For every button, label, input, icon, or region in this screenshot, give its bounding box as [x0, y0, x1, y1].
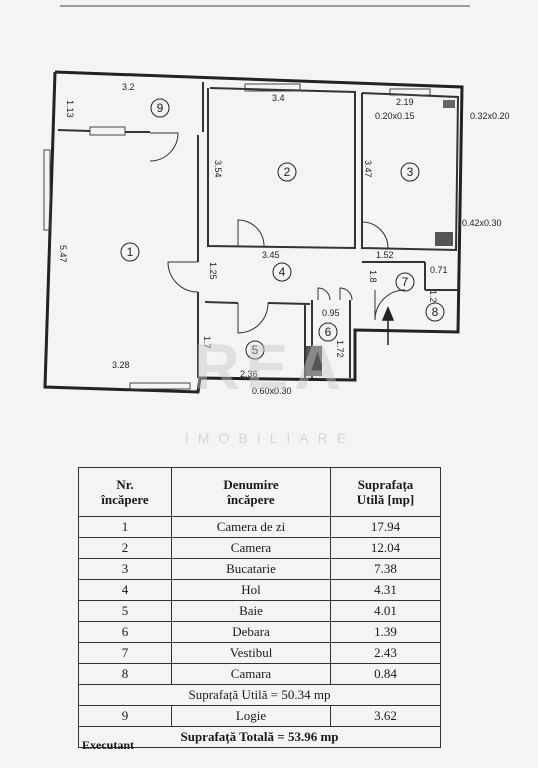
- room-number: 7: [402, 275, 409, 289]
- dimension-label: 1.13: [65, 100, 75, 118]
- subtotal-row: Suprafață Utilă = 50.34 mp: [78, 684, 441, 706]
- room-number: 5: [252, 343, 259, 357]
- cell-nr: 4: [78, 579, 172, 601]
- dimension-label: 3.28: [112, 360, 130, 370]
- dimension-label: 0.20x0.15: [375, 111, 415, 121]
- cell-nr: 2: [78, 537, 172, 559]
- dimension-label: 1.8: [368, 270, 378, 283]
- dimension-label: 2.36: [240, 369, 258, 379]
- dimension-label: 1.2: [428, 290, 438, 303]
- dimension-label: 1.25: [208, 262, 218, 280]
- ventilation-shafts: [306, 100, 455, 376]
- cell-nr: 7: [78, 642, 172, 664]
- dimension-label: 1.7: [202, 336, 212, 349]
- cell-nr: 6: [78, 621, 172, 643]
- executant-label: Executant: [82, 738, 134, 752]
- table-row: 9 Logie 3.62: [78, 705, 441, 727]
- cell-name: Logie: [171, 705, 331, 727]
- cell-name: Camera de zi: [171, 516, 331, 538]
- cell-area: 4.01: [330, 600, 441, 622]
- room-number: 3: [407, 165, 414, 179]
- dimension-label: 0.32x0.20: [470, 111, 510, 121]
- cell-area: 17.94: [330, 516, 441, 538]
- room-number: 9: [157, 101, 164, 115]
- cell-name: Bucatarie: [171, 558, 331, 580]
- dimension-label: 3.45: [262, 250, 280, 260]
- room-circle: [425, 302, 445, 322]
- cell-name: Baie: [171, 600, 331, 622]
- room-circle: [272, 262, 292, 282]
- room-circle: [150, 98, 170, 118]
- watermark-logo: REA: [193, 331, 347, 403]
- dimension-labels: 3.2 1.13 3.4 2.19 0.20x0.15 0.32x0.20 3.54 3.47…: [58, 82, 510, 396]
- dimension-label: 2.19: [396, 97, 414, 107]
- cell-nr: 8: [78, 663, 172, 685]
- dimension-label: 0.95: [322, 308, 340, 318]
- cell-name: Camara: [171, 663, 331, 685]
- cell-nr: 1: [78, 516, 172, 538]
- cell-area: 7.38: [330, 558, 441, 580]
- floor-plan: 1 2 3 4 5 6 7 8 9 3.2 1.13 3.4 2.19 0.20x0.15 0.32x0.…: [43, 5, 510, 396]
- windows: [43, 83, 431, 390]
- dimension-label: 0.42x0.30: [462, 218, 502, 228]
- outer-walls: [43, 70, 464, 394]
- room-labels: 1 2 3 4 5 6 7 8 9: [120, 98, 445, 360]
- dimension-label: 3.47: [363, 160, 373, 178]
- cell-nr: 9: [78, 705, 172, 727]
- room-number: 8: [432, 305, 439, 319]
- room-circle: [120, 242, 140, 262]
- cell-name: Hol: [171, 579, 331, 601]
- room-number: 2: [284, 165, 291, 179]
- header-name: Denumire încăpere: [171, 467, 331, 517]
- room-number: 1: [127, 245, 134, 259]
- room-circle: [318, 322, 338, 342]
- total-cell: Suprafață Totală = 53.96 mp: [78, 726, 441, 748]
- room-number: 4: [279, 265, 286, 279]
- subtotal-cell: Suprafață Utilă = 50.34 mp: [78, 684, 441, 706]
- dimension-label: 3.54: [213, 160, 223, 178]
- entry-arrow-icon: [381, 306, 395, 345]
- cell-area: 2.43: [330, 642, 441, 664]
- cell-name: Vestibul: [171, 642, 331, 664]
- dimension-label: 5.47: [58, 245, 68, 263]
- dimension-label: 1.52: [376, 250, 394, 260]
- cell-area: 0.84: [330, 663, 441, 685]
- total-row: Suprafață Totală = 53.96 mp: [78, 726, 441, 748]
- dimension-label: 0.60x0.30: [252, 386, 292, 396]
- dimension-label: 1.72: [335, 340, 345, 358]
- dimension-label: 3.2: [122, 82, 135, 92]
- room-circle: [245, 340, 265, 360]
- cell-area: 4.31: [330, 579, 441, 601]
- cell-area: 12.04: [330, 537, 441, 559]
- cell-name: Camera: [171, 537, 331, 559]
- room-number: 6: [325, 325, 332, 339]
- dimension-label: 3.4: [272, 93, 285, 103]
- cell-name: Debara: [171, 621, 331, 643]
- header-nr: Nr. încăpere: [78, 467, 172, 517]
- room-circle: [395, 272, 415, 292]
- watermark-subtitle: IMOBILIARE: [184, 430, 356, 446]
- cell-nr: 5: [78, 600, 172, 622]
- dimension-label: 0.71: [430, 265, 448, 275]
- cell-area: 1.39: [330, 621, 441, 643]
- room-circle: [277, 162, 297, 182]
- header-area: Suprafața Utilă [mp]: [330, 467, 441, 517]
- cell-nr: 3: [78, 558, 172, 580]
- room-table: Nr. încăpere Denumire încăpere Suprafața…: [78, 467, 441, 748]
- door-swings: [149, 132, 406, 334]
- cell-area: 3.62: [330, 705, 441, 727]
- table-header-row: Nr. încăpere Denumire încăpere Suprafața…: [78, 467, 441, 517]
- room-circle: [400, 162, 420, 182]
